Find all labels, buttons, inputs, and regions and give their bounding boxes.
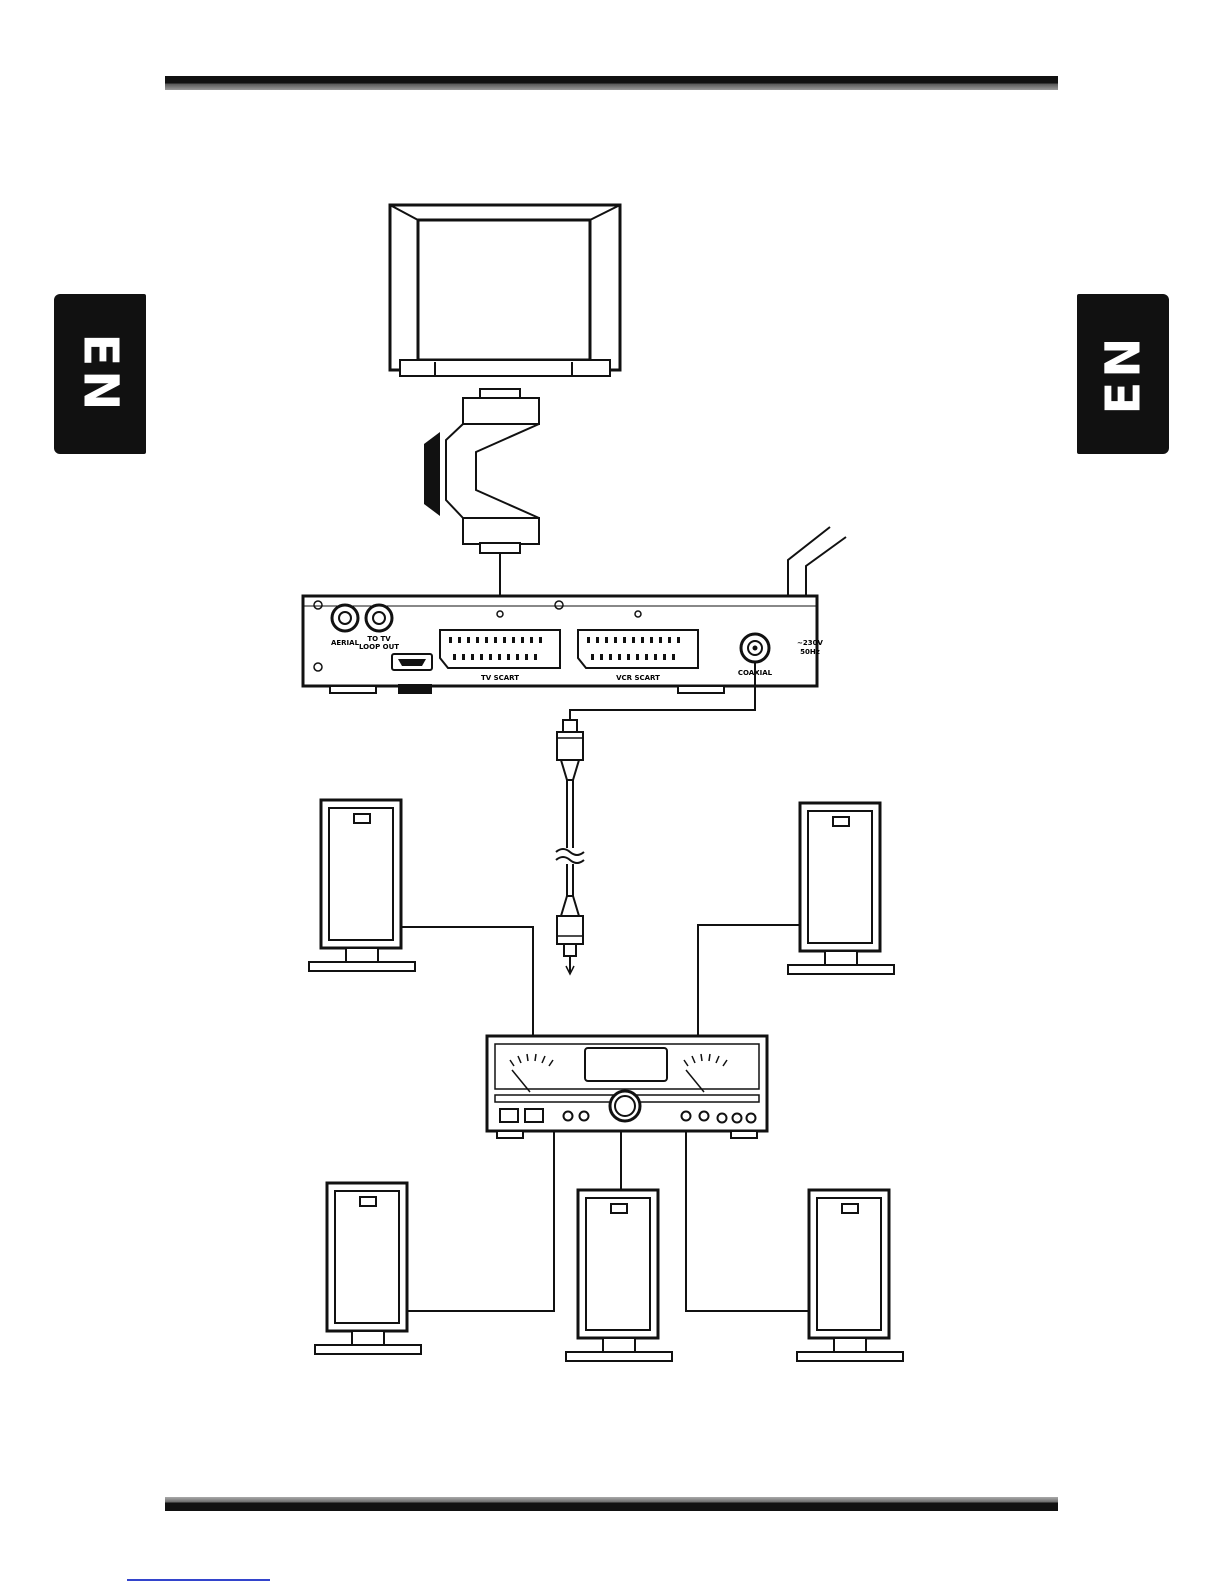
speaker-front-left <box>309 800 415 971</box>
power-voltage-label: ~230V <box>797 639 823 647</box>
coaxial-audio-cable <box>556 662 755 974</box>
tv-scart-label: TV SCART <box>481 674 519 682</box>
loop-out-label: LOOP OUT <box>359 643 399 651</box>
av-amplifier <box>487 1036 767 1138</box>
footer-link-underline[interactable] <box>127 1579 270 1581</box>
aerial-label: AERIAL <box>331 639 360 647</box>
vcr-scart-label: VCR SCART <box>616 674 660 682</box>
receiver-rear-panel: AERIAL TO TV LOOP OUT TV SCART <box>303 596 824 694</box>
speaker-center <box>566 1190 672 1361</box>
speaker-front-right <box>788 803 894 974</box>
power-frequency-label: 50Hz <box>800 648 820 656</box>
speaker-rear-right <box>797 1190 903 1361</box>
scart-cable <box>424 389 539 612</box>
tv-set <box>390 205 620 376</box>
to-tv-label: TO TV <box>367 635 391 643</box>
footer-rule <box>165 1497 1058 1511</box>
speaker-rear-left <box>315 1183 421 1354</box>
